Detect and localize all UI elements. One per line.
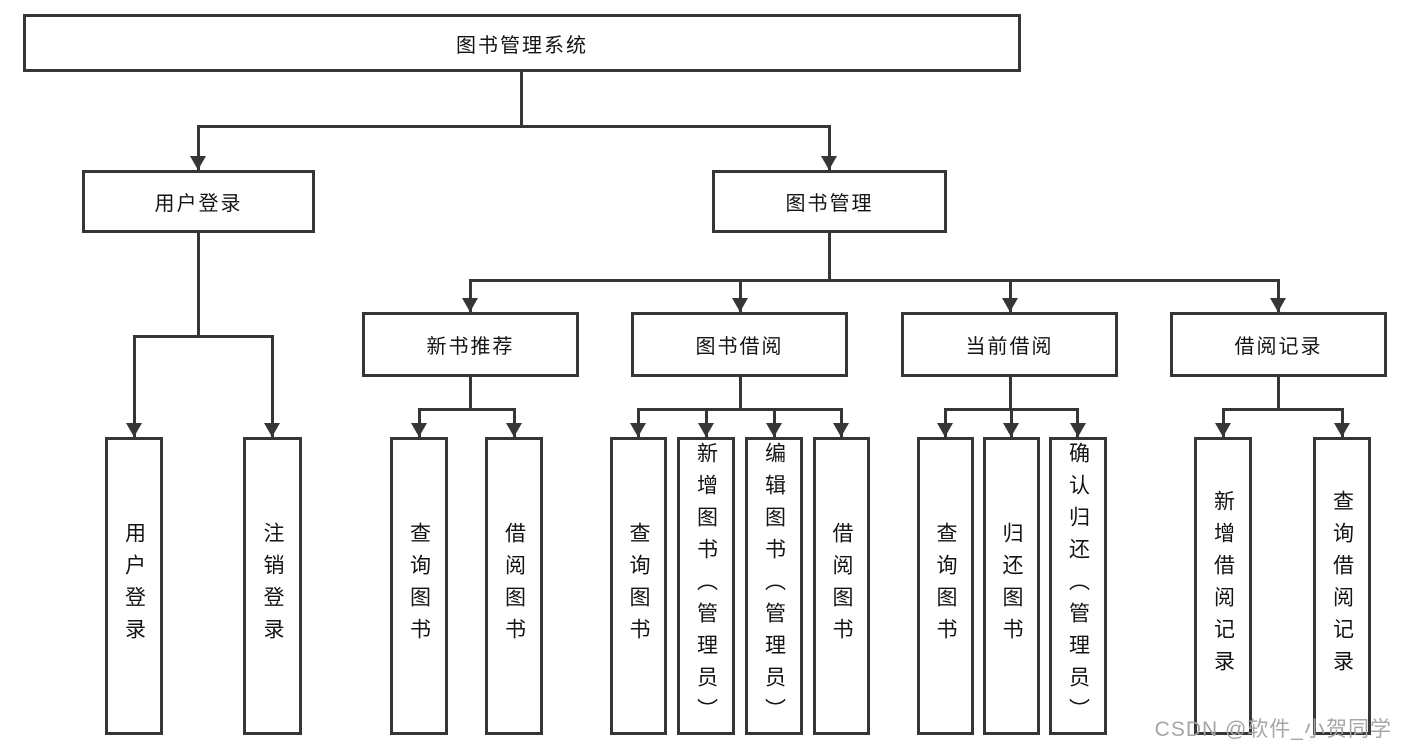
connector-line <box>418 408 421 437</box>
leaf-query-book-2: 查询图书 <box>610 437 667 735</box>
connector-line <box>1076 408 1079 437</box>
leaf-return-book-label: 归还图书 <box>1000 522 1023 650</box>
node-book-borrow: 图书借阅 <box>631 312 848 377</box>
leaf-query-borrow-record: 查询借阅记录 <box>1313 437 1371 735</box>
arrowhead-down-icon <box>1070 423 1086 437</box>
connector-line <box>469 377 472 408</box>
connector-line <box>840 408 843 437</box>
leaf-edit-book-admin: 编辑图书（管理员） <box>745 437 803 735</box>
connector-line <box>133 335 136 437</box>
watermark-csdn: CSDN @软件_小贺同学 <box>1154 718 1392 741</box>
arrowhead-down-icon <box>264 423 280 437</box>
node-root-label: 图书管理系统 <box>456 34 588 57</box>
connector-line <box>197 125 200 170</box>
connector-line <box>197 233 200 335</box>
connector-line <box>1222 408 1225 437</box>
node-user-login-label: 用户登录 <box>154 193 243 215</box>
arrowhead-down-icon <box>462 298 478 312</box>
leaf-borrow-book-2-label: 借阅图书 <box>830 522 853 650</box>
connector-line <box>1009 377 1012 408</box>
leaf-edit-book-admin-label: 编辑图书（管理员） <box>762 442 786 730</box>
leaf-borrow-book-1-label: 借阅图书 <box>502 522 526 650</box>
leaf-user-login: 用户登录 <box>105 437 163 735</box>
leaf-logout: 注销登录 <box>243 437 302 735</box>
arrowhead-down-icon <box>732 298 748 312</box>
arrowhead-down-icon <box>698 423 714 437</box>
leaf-confirm-return-admin-label: 确认归还（管理员） <box>1066 442 1090 730</box>
arrowhead-down-icon <box>190 156 206 170</box>
connector-line <box>773 408 776 437</box>
connector-line <box>739 279 742 312</box>
arrowhead-down-icon <box>833 423 849 437</box>
leaf-query-borrow-record-label: 查询借阅记录 <box>1330 490 1354 682</box>
node-root: 图书管理系统 <box>23 14 1021 72</box>
arrowhead-down-icon <box>1003 423 1019 437</box>
connector-line <box>637 408 640 437</box>
connector-line <box>469 279 472 312</box>
leaf-add-book-admin-label: 新增图书（管理员） <box>694 442 718 730</box>
node-current-borrow-label: 当前借阅 <box>965 336 1054 358</box>
arrowhead-down-icon <box>411 423 427 437</box>
connector-line <box>469 279 1280 282</box>
arrowhead-down-icon <box>1215 423 1231 437</box>
connector-line <box>828 233 831 279</box>
connector-line <box>271 335 274 437</box>
leaf-query-book-2-label: 查询图书 <box>627 522 650 650</box>
connector-line <box>705 408 708 437</box>
arrowhead-down-icon <box>1002 298 1018 312</box>
arrowhead-down-icon <box>630 423 646 437</box>
connector-line <box>418 408 515 411</box>
node-current-borrow: 当前借阅 <box>901 312 1118 377</box>
node-new-book-recommend-label: 新书推荐 <box>426 336 515 358</box>
connector-line <box>1341 408 1344 437</box>
leaf-query-book-3-label: 查询图书 <box>934 522 957 650</box>
arrowhead-down-icon <box>1270 298 1286 312</box>
arrowhead-down-icon <box>937 423 953 437</box>
node-user-login: 用户登录 <box>82 170 315 233</box>
leaf-user-login-label: 用户登录 <box>122 522 146 650</box>
leaf-logout-label: 注销登录 <box>261 522 284 650</box>
leaf-add-borrow-record-label: 新增借阅记录 <box>1211 490 1235 682</box>
connector-line <box>1277 279 1280 312</box>
connector-line <box>828 125 831 170</box>
connector-line <box>1009 279 1012 312</box>
leaf-query-book-1-label: 查询图书 <box>407 522 431 650</box>
leaf-query-book-3: 查询图书 <box>917 437 974 735</box>
connector-line <box>637 408 843 411</box>
arrowhead-down-icon <box>821 156 837 170</box>
connector-line <box>133 335 273 338</box>
node-borrow-records-label: 借阅记录 <box>1234 336 1323 358</box>
connector-line <box>513 408 516 437</box>
leaf-add-borrow-record: 新增借阅记录 <box>1194 437 1252 735</box>
connector-line <box>1277 377 1280 408</box>
leaf-borrow-book-2: 借阅图书 <box>813 437 870 735</box>
node-new-book-recommend: 新书推荐 <box>362 312 579 377</box>
node-borrow-records: 借阅记录 <box>1170 312 1387 377</box>
leaf-query-book-1: 查询图书 <box>390 437 448 735</box>
connector-line <box>1222 408 1344 411</box>
arrowhead-down-icon <box>766 423 782 437</box>
node-book-borrow-label: 图书借阅 <box>695 336 784 358</box>
leaf-borrow-book-1: 借阅图书 <box>485 437 543 735</box>
node-book-management-label: 图书管理 <box>785 193 874 215</box>
arrowhead-down-icon <box>1334 423 1350 437</box>
connector-line <box>197 125 831 128</box>
connector-line <box>1010 408 1013 437</box>
leaf-return-book: 归还图书 <box>983 437 1040 735</box>
connector-line <box>944 408 947 437</box>
leaf-add-book-admin: 新增图书（管理员） <box>677 437 735 735</box>
connector-line <box>520 72 523 125</box>
leaf-confirm-return-admin: 确认归还（管理员） <box>1049 437 1107 735</box>
node-book-management: 图书管理 <box>712 170 947 233</box>
arrowhead-down-icon <box>126 423 142 437</box>
arrowhead-down-icon <box>506 423 522 437</box>
connector-line <box>739 377 742 408</box>
